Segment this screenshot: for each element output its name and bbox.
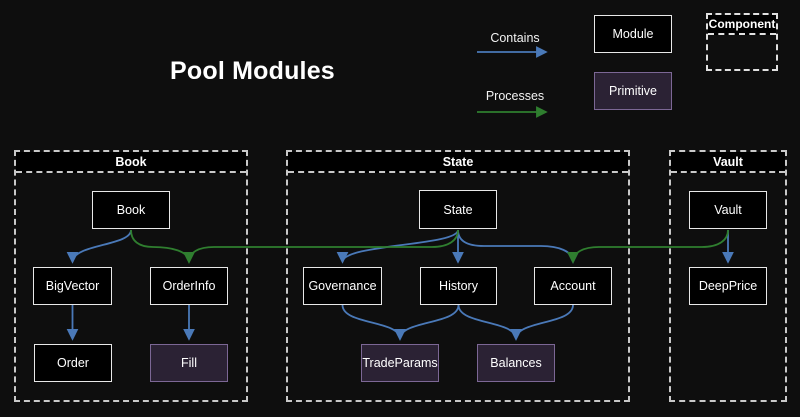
node-bigvector-label: BigVector — [45, 279, 100, 293]
node-state-label: State — [443, 202, 473, 217]
node-account: Account — [534, 267, 612, 305]
node-fill-label: Fill — [181, 356, 197, 370]
node-book: Book — [92, 191, 170, 229]
container-vault-title: Vault — [671, 152, 785, 173]
node-history-label: History — [439, 279, 478, 293]
node-order: Order — [34, 344, 112, 382]
container-state: State — [286, 150, 630, 402]
legend-component-box: Component — [706, 13, 778, 71]
container-vault: Vault — [669, 150, 787, 402]
legend-module-label: Module — [612, 27, 654, 41]
node-orderinfo: OrderInfo — [150, 267, 228, 305]
page-title: Pool Modules — [170, 57, 335, 85]
node-order-label: Order — [57, 356, 89, 370]
legend-contains-label: Contains — [490, 31, 540, 45]
node-tradeparams-label: TradeParams — [362, 356, 438, 370]
node-orderinfo-label: OrderInfo — [162, 279, 216, 293]
node-balances-label: Balances — [490, 356, 542, 370]
legend-primitive-node: Primitive — [594, 72, 672, 110]
container-book: Book — [14, 150, 248, 402]
node-governance-label: Governance — [308, 279, 377, 293]
node-fill: Fill — [150, 344, 228, 382]
node-book-label: Book — [116, 203, 146, 217]
legend-module-node: Module — [594, 15, 672, 53]
node-account-label: Account — [550, 279, 596, 293]
node-state: State — [419, 190, 497, 229]
legend-primitive-label: Primitive — [609, 84, 657, 98]
node-tradeparams: TradeParams — [361, 344, 439, 382]
node-vault: Vault — [689, 191, 767, 229]
container-state-title: State — [288, 152, 628, 173]
node-bigvector: BigVector — [33, 267, 112, 305]
legend-component-label: Component — [708, 15, 776, 35]
node-deepprice: DeepPrice — [689, 267, 767, 305]
node-balances: Balances — [477, 344, 555, 382]
container-book-title: Book — [16, 152, 246, 173]
node-history: History — [420, 267, 497, 305]
legend-processes-label: Processes — [485, 89, 545, 103]
node-deepprice-label: DeepPrice — [698, 279, 758, 293]
node-vault-label: Vault — [714, 203, 742, 217]
node-governance: Governance — [303, 267, 382, 305]
